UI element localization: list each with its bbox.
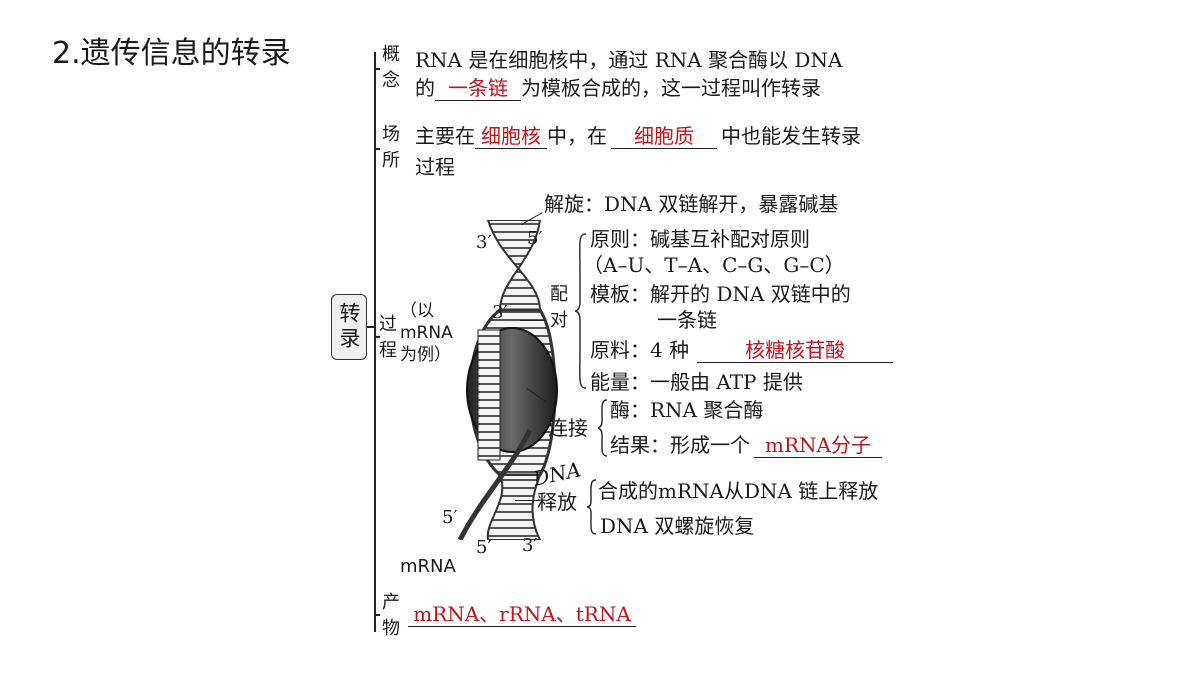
fig-inner: 3′ <box>492 302 508 323</box>
material-blank: 核糖核苷酸 <box>697 338 894 363</box>
branch-concept <box>374 68 380 70</box>
branch-place <box>374 148 380 150</box>
template-strand <box>477 329 501 461</box>
concept-label: 概 念 <box>382 44 400 91</box>
fig-top-right: 5′ <box>527 228 543 249</box>
link-enzyme: 酶：RNA 聚合酶 <box>610 398 764 422</box>
pair-brace <box>574 233 587 389</box>
product-line: mRNA、rRNA、tRNA <box>408 602 636 627</box>
process-note: （以 mRNA 为例） <box>400 301 453 365</box>
mrna-strand <box>457 428 533 540</box>
fig-bottom-b: 3′ <box>522 535 538 556</box>
process-label: 过 程 <box>379 314 397 361</box>
unwind-text: 解旋：DNA 双链解开，暴露碱基 <box>544 192 839 216</box>
product-blank: mRNA、rRNA、tRNA <box>408 602 636 627</box>
concept-blank: 一条链 <box>435 76 521 101</box>
link-brace <box>597 399 608 457</box>
release-label: DNA 释放 <box>531 457 583 514</box>
root-box: 转录 <box>331 294 367 360</box>
pair-energy: 能量：一般由 ATP 提供 <box>590 370 803 394</box>
place-label: 场 所 <box>382 124 400 171</box>
release-brace <box>586 479 597 535</box>
concept-line1: RNA 是在细胞核中，通过 RNA 聚合酶以 DNA <box>415 48 843 72</box>
pair-template2: 一条链 <box>657 308 717 332</box>
page-title: 2.遗传信息的转录 <box>52 36 291 71</box>
main-bracket-line <box>374 52 376 632</box>
root-label: 转录 <box>337 302 361 352</box>
result-blank: mRNA分子 <box>754 433 882 458</box>
place-line1: 主要在细胞核中，在细胞质中也能发生转录 <box>415 124 861 149</box>
release-line1: 合成的mRNA从DNA 链上释放 <box>598 479 879 503</box>
pair-material: 原料：4 种核糖核苷酸 <box>590 338 894 363</box>
branch-product <box>374 614 380 616</box>
leader-release <box>515 500 539 502</box>
pair-label: 配 对 <box>550 284 568 331</box>
branch-process <box>374 336 380 338</box>
pair-principle: 原则：碱基互补配对原则 <box>590 227 810 251</box>
fig-mrna-label: mRNA <box>400 556 456 577</box>
release-line2: DNA 双螺旋恢复 <box>600 514 755 538</box>
root-connector <box>365 326 375 328</box>
product-label: 产 物 <box>382 592 400 639</box>
fig-bottom-a: 5′ <box>476 537 492 558</box>
place-blank-cytoplasm: 细胞质 <box>611 124 717 149</box>
fig-bottom-side: 5′ <box>442 507 458 528</box>
link-label: 连接 <box>548 416 588 440</box>
pair-rules: （A–U、T–A、C–G、G–C） <box>583 253 845 277</box>
dna-bottom-twist <box>486 474 542 540</box>
place-blank-nucleus: 细胞核 <box>475 124 547 149</box>
transcription-figure <box>457 220 558 540</box>
concept-line2: 的一条链为模板合成的，这一过程叫作转录 <box>415 76 821 101</box>
leader-pair <box>520 320 546 322</box>
place-line2: 过程 <box>415 155 455 179</box>
fig-top-left: 3′ <box>476 232 492 253</box>
pair-template1: 模板：解开的 DNA 双链中的 <box>590 282 851 306</box>
